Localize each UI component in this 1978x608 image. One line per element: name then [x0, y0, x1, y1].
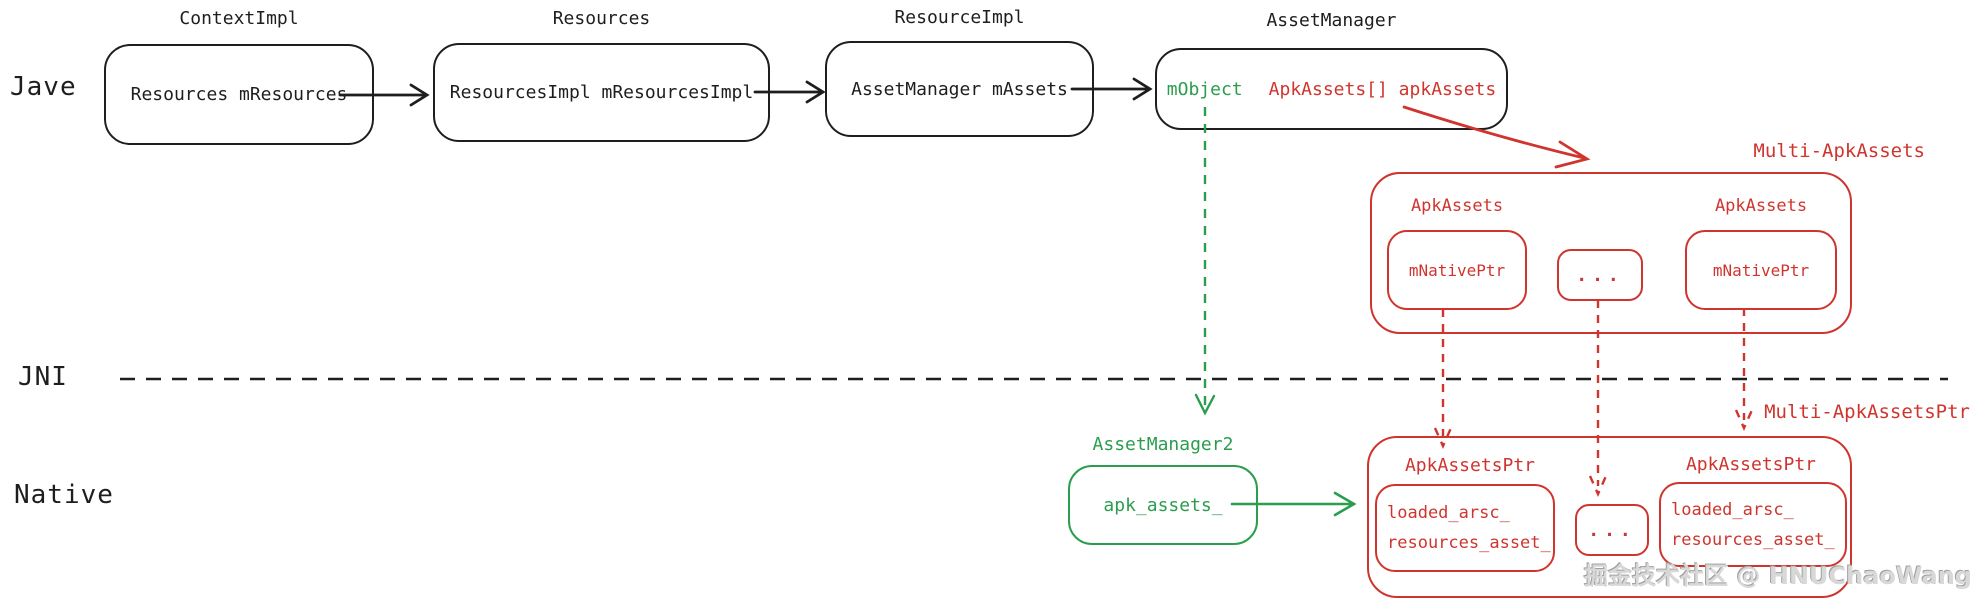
apkassets-label-right: ApkAssets [1714, 196, 1808, 216]
apkassets-box-right: mNativePtr [1685, 230, 1837, 310]
assetmanager-field-apkassets: ApkAssets[] apkAssets [1268, 78, 1497, 100]
apkassetsptr-ellipsis-box: ... [1575, 504, 1649, 556]
layer-label-java: Jave [10, 72, 77, 102]
resources-box: ResourcesImpl mResourcesImpl [433, 43, 770, 142]
apkassetsptr-box-left: loaded_arsc_ resources_asset_ [1375, 484, 1555, 572]
resources-field: ResourcesImpl mResourcesImpl [449, 82, 754, 103]
resourceimpl-field: AssetManager mAssets [851, 78, 1068, 100]
loaded-arsc-left: loaded_arsc_ [1387, 503, 1510, 523]
multi-apkassets-container: ApkAssets mNativePtr ... ApkAssets mNati… [1370, 172, 1852, 334]
contextimpl-field: Resources mResources [130, 84, 348, 105]
dashed-arrow-mobject-arrowhead [1194, 393, 1216, 416]
resources-asset-left: resources_asset_ [1387, 533, 1551, 553]
assetmanager2-box: apk_assets_ [1068, 465, 1258, 545]
contextimpl-title: ContextImpl [179, 8, 299, 29]
apkassetsptr-label-left: ApkAssetsPtr [1404, 455, 1536, 476]
loaded-arsc-right: loaded_arsc_ [1671, 499, 1794, 520]
assetmanager2-field: apk_assets_ [1103, 494, 1223, 516]
contextimpl-box: Resources mResources [104, 44, 374, 145]
apkassets-ellipsis: ... [1576, 264, 1624, 286]
resources-asset-right: resources_asset_ [1671, 529, 1835, 550]
mnativeptr-right: mNativePtr [1712, 260, 1810, 280]
resourceimpl-title: ResourceImpl [894, 7, 1025, 28]
assetmanager-field-mobject: mObject [1166, 78, 1243, 100]
layer-label-jni: JNI [18, 362, 68, 392]
assetmanager2-title: AssetManager2 [1092, 434, 1234, 455]
apkassets-label-left: ApkAssets [1410, 196, 1504, 216]
apkassets-box-left: mNativePtr [1387, 230, 1527, 310]
mnativeptr-left: mNativePtr [1408, 260, 1506, 280]
apkassetsptr-label-right: ApkAssetsPtr [1685, 454, 1817, 475]
apkassets-ellipsis-box: ... [1557, 249, 1643, 301]
multi-apkassets-title: Multi-ApkAssets [1753, 140, 1925, 162]
assetmanager-box: mObject ApkAssets[] apkAssets [1155, 48, 1508, 130]
layer-label-native: Native [14, 480, 114, 510]
apkassetsptr-ellipsis: ... [1588, 519, 1636, 541]
watermark: 掘金技术社区 @ HNUChaoWang [1584, 562, 1972, 590]
resources-title: Resources [552, 8, 651, 29]
multi-apkassetsptr-container: ApkAssetsPtr loaded_arsc_ resources_asse… [1367, 436, 1852, 598]
apkassetsptr-box-right: loaded_arsc_ resources_asset_ [1659, 482, 1847, 567]
resourceimpl-box: AssetManager mAssets [825, 41, 1094, 137]
assetmanager-title: AssetManager [1266, 10, 1397, 31]
multi-apkassetsptr-title: Multi-ApkAssetsPtr [1764, 401, 1970, 423]
